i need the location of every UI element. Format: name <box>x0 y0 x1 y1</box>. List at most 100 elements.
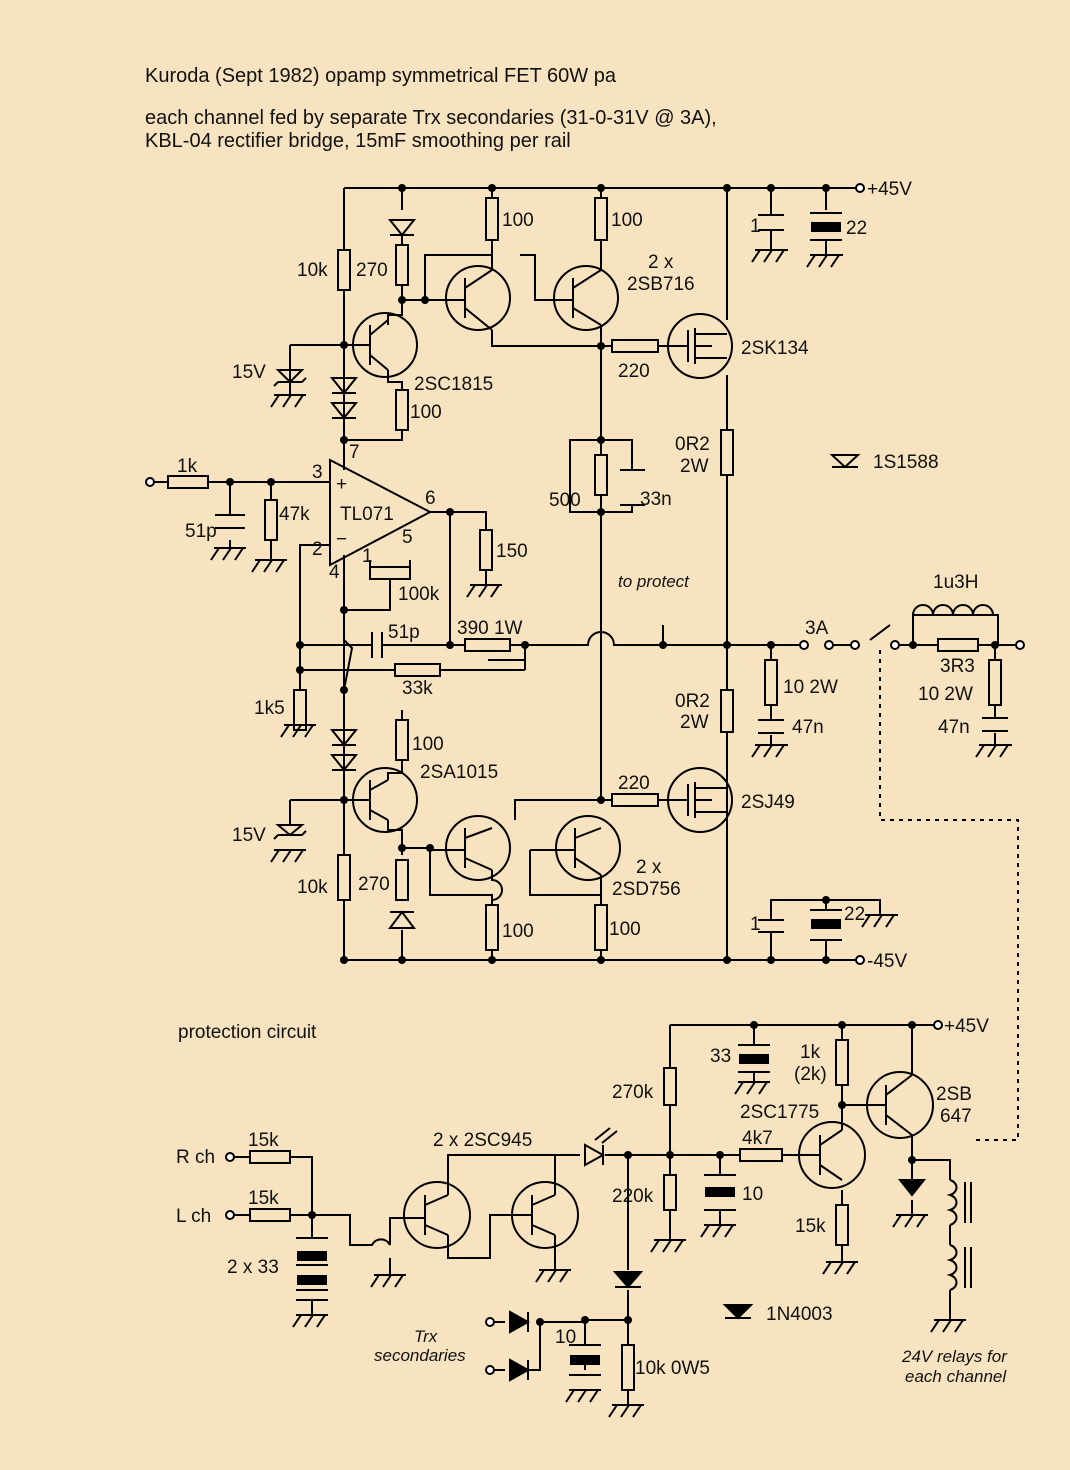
label-r220-bot: 220 <box>618 773 650 794</box>
inductor-symbol <box>912 604 994 616</box>
label-opamp-minus: − <box>336 529 347 550</box>
opamp-symbol <box>329 458 433 600</box>
label-pin2: 2 <box>312 539 323 560</box>
label-r100-1015: 100 <box>412 734 444 755</box>
label-prot-c10-b: 10 <box>555 1327 576 1348</box>
label-prot-1n4003: 1N4003 <box>766 1304 833 1325</box>
label-r47k: 47k <box>279 504 310 525</box>
label-2sb716: 2SB716 <box>627 274 695 295</box>
label-c-bot-22: 22 <box>844 904 865 925</box>
relay-coils <box>946 1179 972 1291</box>
label-2sd756-count: 2 x <box>636 857 662 878</box>
protection-diodes <box>509 1127 927 1382</box>
protection-dots <box>308 1021 916 1326</box>
label-prot-2x33: 2 x 33 <box>227 1257 279 1278</box>
label-vneg: -45V <box>867 951 907 972</box>
diagram-title: Kuroda (Sept 1982) opamp symmetrical FET… <box>145 65 617 87</box>
label-c-top-1: 1 <box>750 216 761 237</box>
label-fuse: 3A <box>805 618 829 639</box>
label-r1k5: 1k5 <box>254 698 285 719</box>
protection-resistors <box>249 1039 849 1391</box>
label-r10-2w-b: 10 2W <box>918 684 973 705</box>
label-prot-r4k7: 4k7 <box>742 1128 773 1149</box>
label-2sd756: 2SD756 <box>612 879 681 900</box>
supply-note-line1: each channel fed by separate Trx seconda… <box>145 107 717 129</box>
label-prot-secondaries: secondaries <box>374 1346 466 1365</box>
label-opamp-plus: + <box>336 474 347 495</box>
label-2sc1815: 2SC1815 <box>414 374 493 395</box>
label-prot-lch: L ch <box>176 1206 211 1227</box>
label-r150: 150 <box>496 541 528 562</box>
protection-grounds <box>292 1081 966 1418</box>
label-vpos: +45V <box>867 179 912 200</box>
label-prot-r10k-0w5: 10k 0W5 <box>635 1358 710 1379</box>
label-2sj49: 2SJ49 <box>741 792 795 813</box>
label-prot-r15k-c: 15k <box>795 1216 826 1237</box>
label-c51p-fb: 51p <box>388 622 420 643</box>
label-pin1: 1 <box>362 546 373 567</box>
label-pin5: 5 <box>402 527 413 548</box>
protection-terminals <box>225 1020 943 1375</box>
label-r0r2-bot: 0R2 <box>675 691 710 712</box>
label-zener-top: 15V <box>232 362 266 383</box>
label-prot-2sc1775: 2SC1775 <box>740 1102 819 1123</box>
label-pin6: 6 <box>425 488 436 509</box>
junction-dots <box>226 184 999 964</box>
label-r100-a: 100 <box>502 210 534 231</box>
amp-wiring <box>152 187 1020 1141</box>
label-r1k-in: 1k <box>177 456 198 477</box>
label-prot-r1k: 1k <box>800 1042 821 1063</box>
label-c47n-b: 47n <box>938 717 970 738</box>
label-prot-c33: 33 <box>710 1046 731 1067</box>
transistors <box>352 265 733 881</box>
label-prot-r2k: (2k) <box>794 1064 827 1085</box>
label-prot-647: 647 <box>940 1106 972 1127</box>
supply-note-line2: KBL-04 rectifier bridge, 15mF smoothing … <box>145 130 571 152</box>
label-r2w-bot: 2W <box>680 712 709 733</box>
label-prot-c10-a: 10 <box>742 1184 763 1205</box>
label-r100-b: 100 <box>611 210 643 231</box>
label-prot-trx: Trx <box>414 1327 438 1346</box>
label-c51p-in: 51p <box>185 521 217 542</box>
label-prot-2sc945: 2 x 2SC945 <box>433 1130 532 1151</box>
label-prot-relay-line1: 24V relays for <box>901 1347 1008 1366</box>
label-r220-top: 220 <box>618 361 650 382</box>
label-r3r3: 3R3 <box>940 656 975 677</box>
label-c-bot-1: 1 <box>750 914 761 935</box>
label-prot-rch: R ch <box>176 1147 215 1168</box>
label-prot-r15k-b: 15k <box>248 1188 279 1209</box>
label-c-top-22: 22 <box>846 218 867 239</box>
resistors <box>167 197 1002 951</box>
label-prot-vpos: +45V <box>944 1016 989 1037</box>
label-zener-bot: 15V <box>232 825 266 846</box>
label-c33n: 33n <box>640 489 672 510</box>
protection-capacitors <box>296 1044 770 1376</box>
label-pot500: 500 <box>549 490 581 511</box>
label-prot-r15k-a: 15k <box>248 1130 279 1151</box>
label-prot-relay-line2: each channel <box>905 1367 1007 1386</box>
label-r100-c: 100 <box>502 921 534 942</box>
label-r0r2-top: 0R2 <box>675 434 710 455</box>
capacitors <box>215 212 1008 941</box>
ground-symbols <box>210 249 1012 928</box>
label-protection-title: protection circuit <box>178 1022 317 1043</box>
diodes <box>273 219 861 929</box>
label-to-protect: to protect <box>618 572 690 591</box>
label-c47n-a: 47n <box>792 717 824 738</box>
label-r10k-top: 10k <box>297 260 328 281</box>
label-opamp: TL071 <box>340 504 394 525</box>
label-r2w-top: 2W <box>680 456 709 477</box>
label-r270-bot: 270 <box>358 874 390 895</box>
label-r100-d: 100 <box>609 919 641 940</box>
label-r390: 390 1W <box>457 618 523 639</box>
label-2sa1015: 2SA1015 <box>420 762 498 783</box>
terminals <box>145 183 1025 965</box>
label-pin7: 7 <box>349 442 360 463</box>
protection-transistors <box>403 1071 934 1249</box>
label-r100-1815: 100 <box>410 402 442 423</box>
label-r10k-bot: 10k <box>297 877 328 898</box>
label-r10-2w-a: 10 2W <box>783 677 838 698</box>
label-pin4: 4 <box>329 562 340 583</box>
label-r270-top: 270 <box>356 260 388 281</box>
